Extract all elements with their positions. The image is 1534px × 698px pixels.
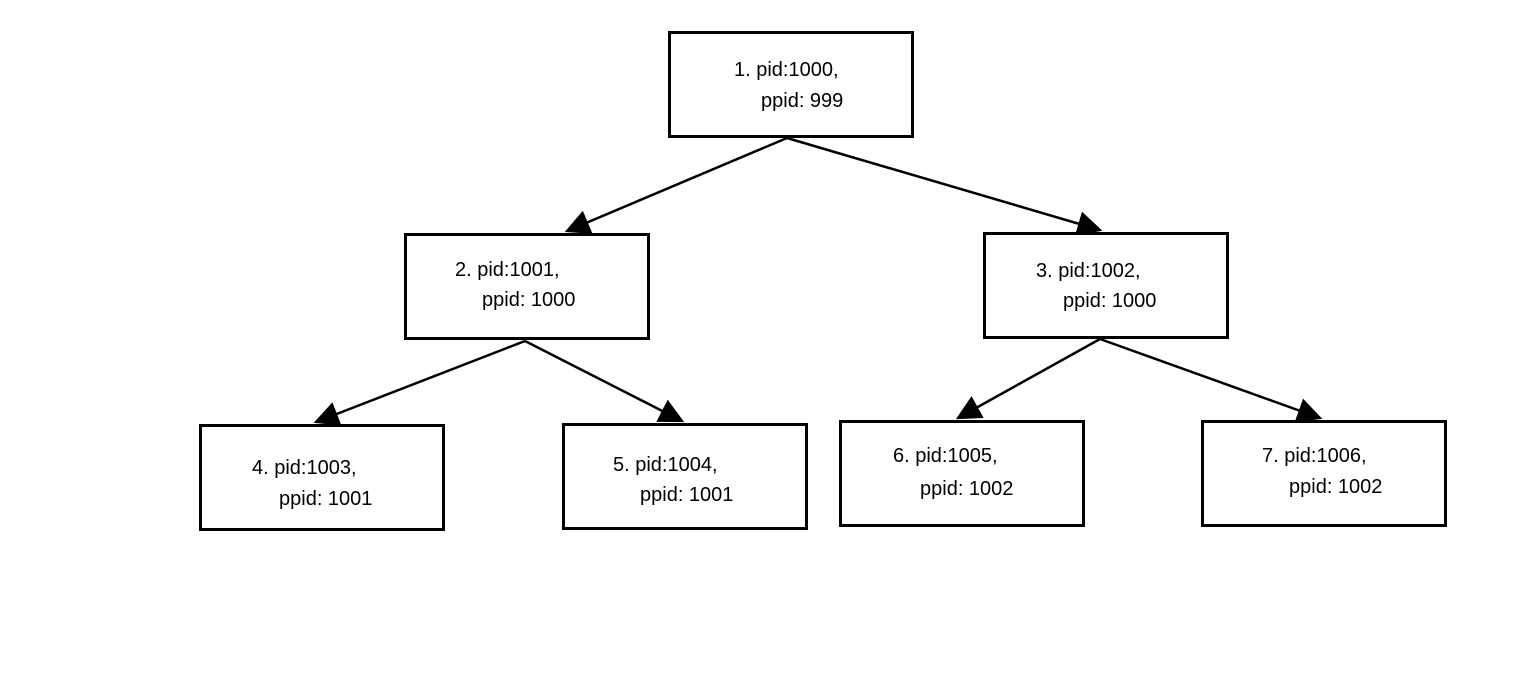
node-2-ppid-label: ppid: 1000 — [482, 289, 576, 311]
node-4-ppid-label: ppid: 1001 — [279, 488, 373, 510]
edge-arrow-n1-n2 — [564, 136, 788, 234]
process-node-3: 3. pid:1002, ppid: 1000 — [983, 232, 1229, 339]
edge-arrow-n3-n7 — [1099, 337, 1323, 423]
node-2-pid-label: 2. pid:1001, — [455, 259, 560, 281]
node-1-ppid-label: ppid: 999 — [761, 90, 844, 112]
node-6-pid-label: 6. pid:1005, — [893, 445, 998, 467]
process-node-2: 2. pid:1001, ppid: 1000 — [404, 233, 650, 340]
process-node-1: 1. pid:1000, ppid: 999 — [668, 31, 914, 138]
node-5-ppid-label: ppid: 1001 — [640, 484, 734, 506]
edge-arrow-n2-n5 — [524, 339, 685, 423]
node-1-pid-label: 1. pid:1000, — [734, 59, 839, 81]
node-4-pid-label: 4. pid:1003, — [252, 457, 357, 479]
node-7-ppid-label: ppid: 1002 — [1289, 476, 1383, 498]
node-5-pid-label: 5. pid:1004, — [613, 454, 718, 476]
process-node-5: 5. pid:1004, ppid: 1001 — [562, 423, 808, 530]
edge-arrow-n3-n6 — [955, 337, 1101, 420]
node-6-ppid-label: ppid: 1002 — [920, 478, 1014, 500]
node-3-pid-label: 3. pid:1002, — [1036, 260, 1141, 282]
edge-arrow-n2-n4 — [313, 339, 526, 426]
process-node-6: 6. pid:1005, ppid: 1002 — [839, 420, 1085, 527]
edge-arrow-n1-n3 — [786, 136, 1103, 236]
node-7-pid-label: 7. pid:1006, — [1262, 445, 1367, 467]
node-3-ppid-label: ppid: 1000 — [1063, 290, 1157, 312]
process-node-7: 7. pid:1006, ppid: 1002 — [1201, 420, 1447, 527]
process-node-4: 4. pid:1003, ppid: 1001 — [199, 424, 445, 531]
